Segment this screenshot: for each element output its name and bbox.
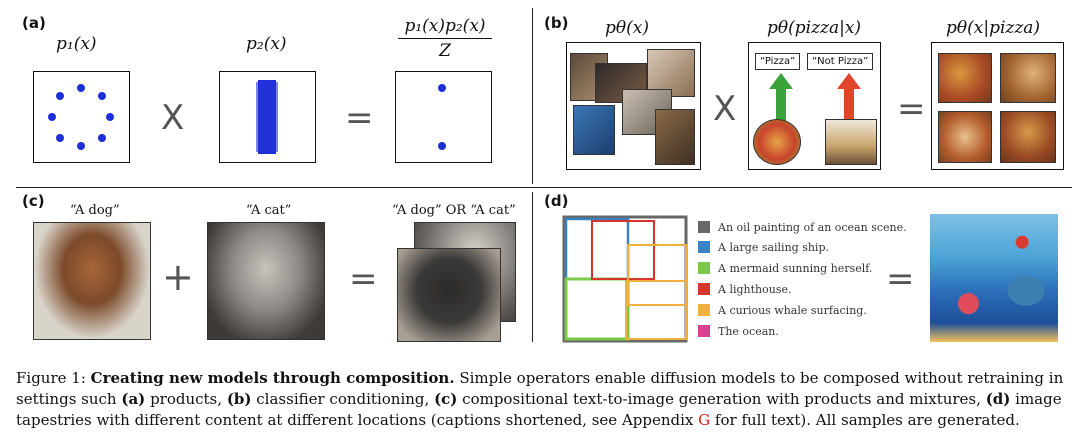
- times-operator-b: X: [713, 89, 737, 129]
- pizza-sample-4: [1000, 111, 1056, 163]
- region-lighthouse: [591, 220, 655, 280]
- legend-item: The ocean.: [698, 323, 779, 339]
- panel-b-label: (b): [544, 14, 569, 32]
- equals-operator-c: =: [349, 259, 378, 299]
- panel-c-label: (c): [22, 192, 45, 210]
- vertical-divider-bottom: [532, 192, 533, 342]
- legend-swatch: [698, 221, 710, 233]
- fraction-bar: [398, 38, 492, 40]
- red-arrow-icon: [837, 73, 861, 123]
- pizza-sample-3: [938, 111, 992, 163]
- band-samples: [256, 80, 278, 154]
- fraction-numerator: p₁(x)p₂(x): [404, 16, 486, 36]
- caption-ref-b: (b): [226, 390, 252, 408]
- green-arrow-icon: [769, 73, 793, 123]
- dog-prompt: “A dog”: [70, 203, 120, 218]
- caption-text-c: compositional text-to-image generation w…: [462, 390, 981, 408]
- mixture-dog-image: [397, 248, 501, 342]
- prior-samples-frame: [566, 42, 701, 170]
- product-samples: [438, 84, 446, 150]
- legend-text: The ocean.: [718, 324, 779, 338]
- caption-title: Creating new models through composition.: [90, 369, 455, 387]
- fraction-denominator: Z: [439, 41, 451, 62]
- tapestry-image: [930, 214, 1058, 342]
- plus-operator: +: [162, 255, 194, 299]
- p1-formula: p₁(x): [56, 34, 97, 54]
- equals-operator-a: =: [345, 98, 374, 138]
- equals-operator-b: =: [897, 89, 926, 129]
- legend-text: An oil painting of an ocean scene.: [718, 220, 907, 234]
- classifier-frame: “Pizza” “Not Pizza”: [748, 42, 881, 170]
- legend-item: A large sailing ship.: [698, 239, 829, 255]
- pizza-photo: [753, 119, 801, 165]
- horizontal-divider: [16, 187, 1072, 188]
- cat-image: [207, 222, 325, 340]
- legend-text: A mermaid sunning herself.: [718, 261, 873, 275]
- cat-prompt: “A cat”: [246, 203, 292, 218]
- pizza-label-tag: “Pizza”: [755, 53, 801, 70]
- legend-item: A lighthouse.: [698, 281, 791, 297]
- dog-photo: [825, 119, 877, 165]
- caption-text-b: classifier conditioning,: [256, 390, 430, 408]
- legend-text: A large sailing ship.: [718, 240, 829, 254]
- product-distribution-plot: [395, 71, 492, 163]
- caption-ref-c: (c): [434, 390, 458, 408]
- vertical-divider-top: [532, 8, 533, 184]
- caption-ref-d: (d): [985, 390, 1011, 408]
- legend-swatch: [698, 325, 710, 337]
- region-sailing-ship: [564, 217, 630, 281]
- classifier-arrows: [769, 73, 861, 123]
- legend-item: An oil painting of an ocean scene.: [698, 219, 907, 235]
- caption-text-1: Simple operators enable diffusion models…: [16, 369, 1064, 408]
- band-distribution-plot: [219, 71, 316, 163]
- tapestry-legend: An oil painting of an ocean scene. A lar…: [698, 219, 907, 347]
- caption-text-d: image tapestries with different content …: [16, 390, 1062, 429]
- legend-swatch: [698, 283, 710, 295]
- legend-item: A mermaid sunning herself.: [698, 260, 872, 276]
- pizza-sample-1: [938, 53, 992, 103]
- figure-number: Figure 1:: [16, 369, 86, 387]
- figure-caption: Figure 1: Creating new models through co…: [16, 368, 1066, 431]
- product-fraction: p₁(x)p₂(x) Z: [398, 16, 492, 61]
- caption-text-end: for full text). All samples are generate…: [714, 411, 1020, 429]
- prior-formula: pθ(x): [605, 18, 649, 38]
- region-whale: [627, 244, 687, 306]
- panel-d-label: (d): [544, 192, 569, 210]
- region-mermaid: [564, 277, 630, 341]
- posterior-formula: pθ(x|pizza): [946, 18, 1041, 38]
- p2-formula: p₂(x): [246, 34, 287, 54]
- tapestry-layout: [562, 215, 688, 343]
- sample-photo-6: [655, 109, 695, 165]
- times-operator-a: X: [161, 98, 185, 138]
- pizza-sample-2: [1000, 53, 1056, 103]
- legend-text: A curious whale surfacing.: [718, 303, 867, 317]
- legend-swatch: [698, 262, 710, 274]
- dog-image: [33, 222, 151, 340]
- not-pizza-label-tag: “Not Pizza”: [807, 53, 874, 70]
- classifier-formula: pθ(pizza|x): [767, 18, 862, 38]
- ring-samples: [48, 84, 114, 150]
- sample-photo-4: [573, 105, 615, 155]
- panel-a-label: (a): [22, 14, 46, 32]
- ring-distribution-plot: [33, 71, 130, 163]
- posterior-samples-frame: [931, 42, 1064, 170]
- equals-operator-d: =: [886, 259, 915, 299]
- appendix-link[interactable]: G: [698, 411, 711, 429]
- region-whale-lower: [625, 280, 687, 340]
- caption-ref-a: (a): [121, 390, 146, 408]
- legend-item: A curious whale surfacing.: [698, 302, 867, 318]
- caption-text-a: products,: [150, 390, 223, 408]
- legend-swatch: [698, 241, 710, 253]
- or-prompt: “A dog” OR “A cat”: [392, 203, 516, 218]
- legend-swatch: [698, 304, 710, 316]
- legend-text: A lighthouse.: [718, 282, 792, 296]
